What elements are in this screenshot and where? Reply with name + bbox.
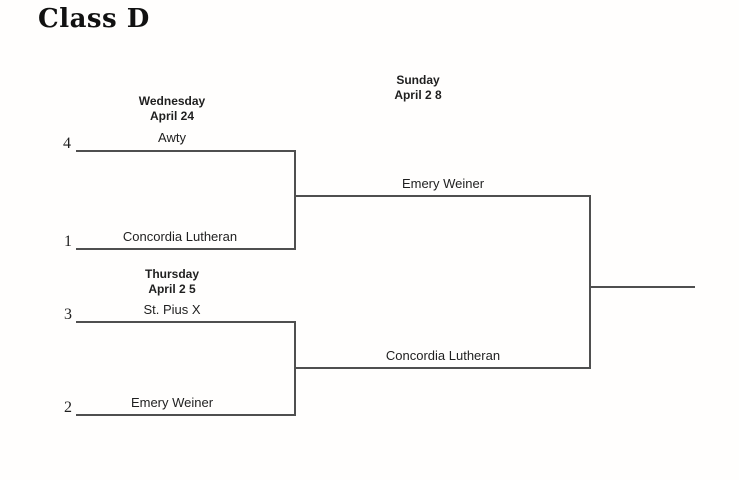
match1-bottom-seed: 1 (64, 233, 72, 250)
match1-schedule: Wednesday April 24 (87, 94, 257, 124)
match2-top-team: St. Pius X (143, 302, 201, 317)
match1-connector (294, 150, 296, 250)
match2-schedule: Thursday April 2 5 (87, 267, 257, 297)
match2-bottom-line (76, 414, 296, 416)
match1-top-seed: 4 (63, 135, 71, 152)
match1-bottom-team: Concordia Lutheran (122, 229, 238, 244)
match2-top-line (76, 321, 296, 323)
match2-winner-team: Concordia Lutheran (385, 348, 501, 363)
match1-date: April 24 (149, 109, 194, 123)
final-day: Sunday (396, 73, 440, 87)
champion-line (589, 286, 695, 288)
match2-bottom-team: Emery Weiner (130, 395, 214, 410)
match2-date: April 2 5 (148, 282, 196, 296)
match2-bottom-seed: 2 (64, 399, 72, 416)
match1-top-team: Awty (158, 130, 186, 145)
match2-day: Thursday (144, 267, 199, 281)
match1-top-line (76, 150, 296, 152)
match1-bottom-line (76, 248, 296, 250)
page-title: Class D (38, 4, 150, 34)
match1-winner-team: Emery Weiner (401, 176, 485, 191)
final-date: April 2 8 (394, 88, 442, 102)
match1-day: Wednesday (138, 94, 206, 108)
match1-winner-line (294, 195, 591, 197)
final-connector (589, 195, 591, 369)
match2-top-seed: 3 (64, 306, 72, 323)
match2-winner-line (294, 367, 591, 369)
final-schedule: Sunday April 2 8 (333, 73, 503, 103)
